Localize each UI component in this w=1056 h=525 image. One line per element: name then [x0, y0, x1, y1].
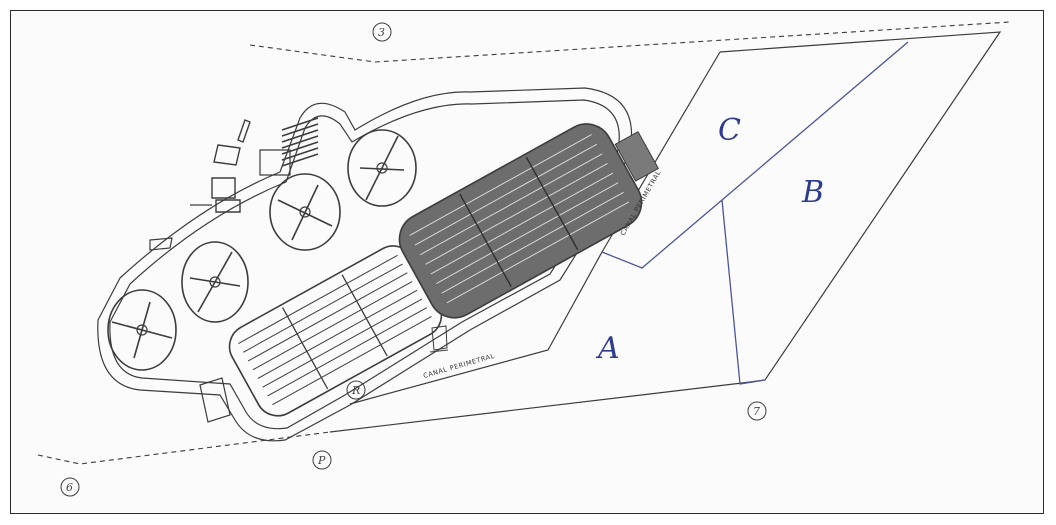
marker-plant-text: R	[351, 384, 360, 397]
building-grille	[281, 117, 319, 167]
plant-buildings	[149, 119, 449, 423]
marker-top: 3	[372, 22, 392, 42]
marker-left-text: 6	[66, 481, 73, 494]
clarifier-basins	[107, 129, 417, 371]
zone-label-b: B	[801, 175, 824, 210]
marker-lower: P	[312, 450, 332, 470]
aeration-tank-dark	[398, 123, 660, 319]
clarifier-4	[347, 129, 417, 207]
zone-label-a: A	[595, 331, 620, 366]
clarifier-1	[107, 289, 177, 371]
site-boundary	[37, 21, 1011, 465]
plant-road	[97, 87, 632, 442]
zone-divisions	[601, 41, 909, 385]
clarifier-3	[269, 173, 341, 251]
marker-lower-text: P	[317, 454, 326, 467]
marker-right-text: 7	[753, 405, 760, 418]
marker-right: 7	[747, 401, 767, 421]
marker-top-text: 3	[378, 26, 385, 39]
zone-label-c: C	[718, 113, 741, 148]
marker-plant: R	[346, 380, 366, 400]
canal-label-lower: CANAL PERIMETRAL	[422, 352, 495, 380]
marker-left: 6	[60, 477, 80, 497]
clarifier-2	[181, 241, 249, 323]
